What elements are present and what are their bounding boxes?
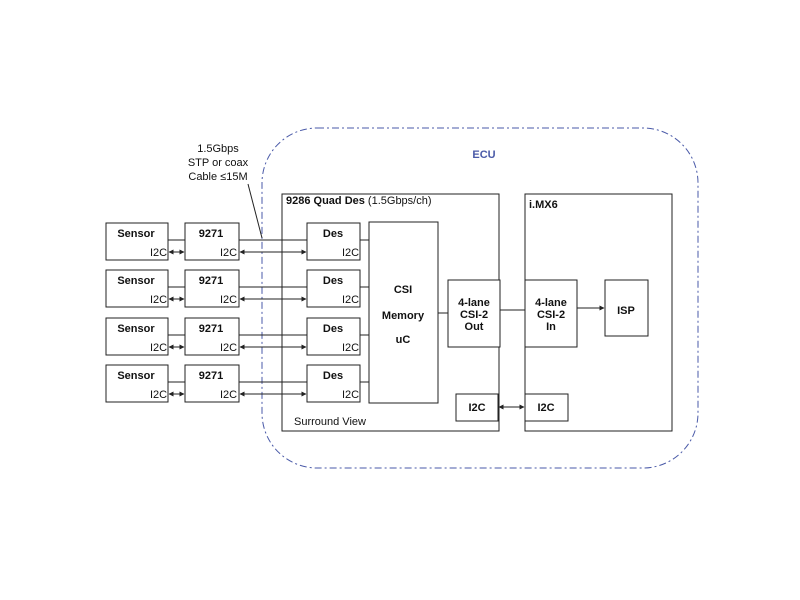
sensor-block	[105, 222, 169, 261]
ecu-label: ECU	[472, 149, 495, 161]
csi2-out-block	[447, 279, 501, 348]
csi-block-line2: Memory	[382, 310, 425, 322]
serializer-label: 9271	[199, 228, 223, 240]
sensor-i2c-label: I2C	[150, 389, 167, 401]
cable-note-line1: 1.5Gbps	[197, 143, 239, 155]
serializer-block	[184, 364, 240, 403]
csi2-out-line3: Out	[465, 321, 484, 333]
serializer-label: 9271	[199, 275, 223, 287]
csi2-in-line3: In	[546, 321, 556, 333]
quad-des-i2c-label: I2C	[468, 402, 485, 414]
isp-label: ISP	[617, 305, 635, 317]
csi2-in-line1: 4-lane	[535, 297, 567, 309]
sensor-label: Sensor	[117, 228, 155, 240]
csi-block-line1: CSI	[394, 284, 412, 296]
csi2-in-line2: CSI-2	[537, 309, 565, 321]
quad-des-footer: Surround View	[294, 416, 366, 428]
csi-memory-uc-block	[368, 221, 439, 404]
sensor-label: Sensor	[117, 275, 155, 287]
serializer-label: 9271	[199, 323, 223, 335]
csi-block-line3: uC	[396, 334, 411, 346]
quad-des-i2c-block	[455, 393, 499, 422]
sensor-label: Sensor	[117, 370, 155, 382]
cable-note-line3: Cable ≤15M	[188, 171, 247, 183]
quad-des-title: 9286 Quad Des (1.5Gbps/ch)	[286, 195, 432, 207]
deserializer-label: Des	[323, 370, 343, 382]
sensor-i2c-label: I2C	[150, 294, 167, 306]
cable-note-line2: STP or coax	[188, 157, 249, 169]
imx6-title: i.MX6	[529, 199, 558, 211]
serializer-i2c-label: I2C	[220, 342, 237, 354]
serializer-block	[184, 222, 240, 261]
deserializer-label: Des	[323, 275, 343, 287]
channel-4: Sensor I2C 9271 I2C Des I2C	[105, 364, 369, 403]
csi2-out-line1: 4-lane	[458, 297, 490, 309]
serializer-i2c-label: I2C	[220, 247, 237, 259]
channel-2: Sensor I2C 9271 I2C Des I2C	[105, 269, 369, 308]
channel-3: Sensor I2C 9271 I2C Des I2C	[105, 317, 369, 356]
sensor-block	[105, 364, 169, 403]
isp-block	[604, 279, 649, 337]
serializer-label: 9271	[199, 370, 223, 382]
sensor-i2c-label: I2C	[150, 247, 167, 259]
deserializer-block	[306, 317, 361, 356]
serializer-block	[184, 317, 240, 356]
deserializer-block	[306, 269, 361, 308]
deserializer-block	[306, 222, 361, 261]
sensor-label: Sensor	[117, 323, 155, 335]
csi2-out-line2: CSI-2	[460, 309, 488, 321]
imx6-i2c-block	[524, 393, 569, 422]
deserializer-label: Des	[323, 228, 343, 240]
sensor-block	[105, 269, 169, 308]
channel-1: Sensor I2C 9271 I2C Des I2C	[105, 222, 369, 261]
sensor-block	[105, 317, 169, 356]
deserializer-block	[306, 364, 361, 403]
deserializer-i2c-label: I2C	[342, 342, 359, 354]
serializer-i2c-label: I2C	[220, 294, 237, 306]
imx6-i2c-label: I2C	[537, 402, 554, 414]
sensor-i2c-label: I2C	[150, 342, 167, 354]
deserializer-i2c-label: I2C	[342, 294, 359, 306]
serializer-block	[184, 269, 240, 308]
deserializer-i2c-label: I2C	[342, 389, 359, 401]
serializer-i2c-label: I2C	[220, 389, 237, 401]
csi2-in-block	[524, 279, 578, 348]
deserializer-i2c-label: I2C	[342, 247, 359, 259]
deserializer-label: Des	[323, 323, 343, 335]
cable-note-pointer	[247, 183, 263, 239]
